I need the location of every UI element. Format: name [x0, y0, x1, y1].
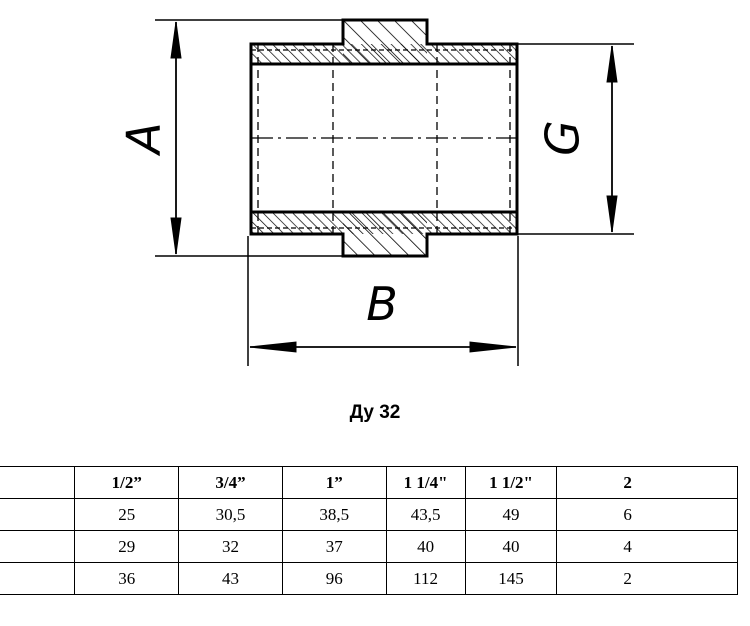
- table-header-cell: 3/4”: [178, 466, 283, 499]
- table-cell: 29: [74, 530, 180, 563]
- table-header-cell: 2: [556, 466, 738, 499]
- table-cell: 43,5: [385, 498, 466, 531]
- table-cell: 40: [464, 530, 558, 563]
- fitting-body: [249, 18, 519, 258]
- table-cell: 38,5: [281, 498, 387, 531]
- dimension-label-a: A: [117, 122, 171, 156]
- table-cell: 6: [556, 498, 738, 531]
- table-header-row: 1/2” 3/4” 1” 1 1/4" 1 1/2" 2: [0, 466, 738, 499]
- dimension-label-g: G: [536, 120, 590, 156]
- table-header-cell: 1/2”: [74, 466, 180, 499]
- table-header-cell: 1 1/4": [385, 466, 466, 499]
- table-header-cell: 1 1/2": [464, 466, 558, 499]
- dimension-label-b: B: [366, 277, 398, 331]
- table-cell: 112: [385, 562, 466, 595]
- pipe-nipple-drawing: A G B: [117, 18, 634, 366]
- table-cell: 30,5: [178, 498, 283, 531]
- table-cell: 37: [281, 530, 387, 563]
- table-cell: 145: [464, 562, 558, 595]
- table-row: 25 30,5 38,5 43,5 49 6: [0, 498, 738, 531]
- table-cell: 25: [74, 498, 180, 531]
- table-row: 36 43 96 112 145 2: [0, 562, 738, 595]
- table-cell: 36: [74, 562, 180, 595]
- table-cell: 43: [178, 562, 283, 595]
- table-row: 29 32 37 40 40 4: [0, 530, 738, 563]
- table-cell: 4: [556, 530, 738, 563]
- table-cell: [0, 466, 76, 499]
- table-cell: [0, 530, 76, 563]
- table-cell: 40: [385, 530, 466, 563]
- table-cell: 96: [281, 562, 387, 595]
- table-cell: [0, 498, 76, 531]
- figure-caption: Ду 32: [349, 402, 401, 423]
- dimension-lines: [155, 19, 634, 366]
- table-cell: [0, 562, 76, 595]
- table-cell: 32: [178, 530, 283, 563]
- dimensions-table: 1/2” 3/4” 1” 1 1/4" 1 1/2" 2 25 30,5 38,…: [0, 466, 738, 595]
- table-cell: 2: [556, 562, 738, 595]
- table-cell: 49: [464, 498, 558, 531]
- table-header-cell: 1”: [281, 466, 387, 499]
